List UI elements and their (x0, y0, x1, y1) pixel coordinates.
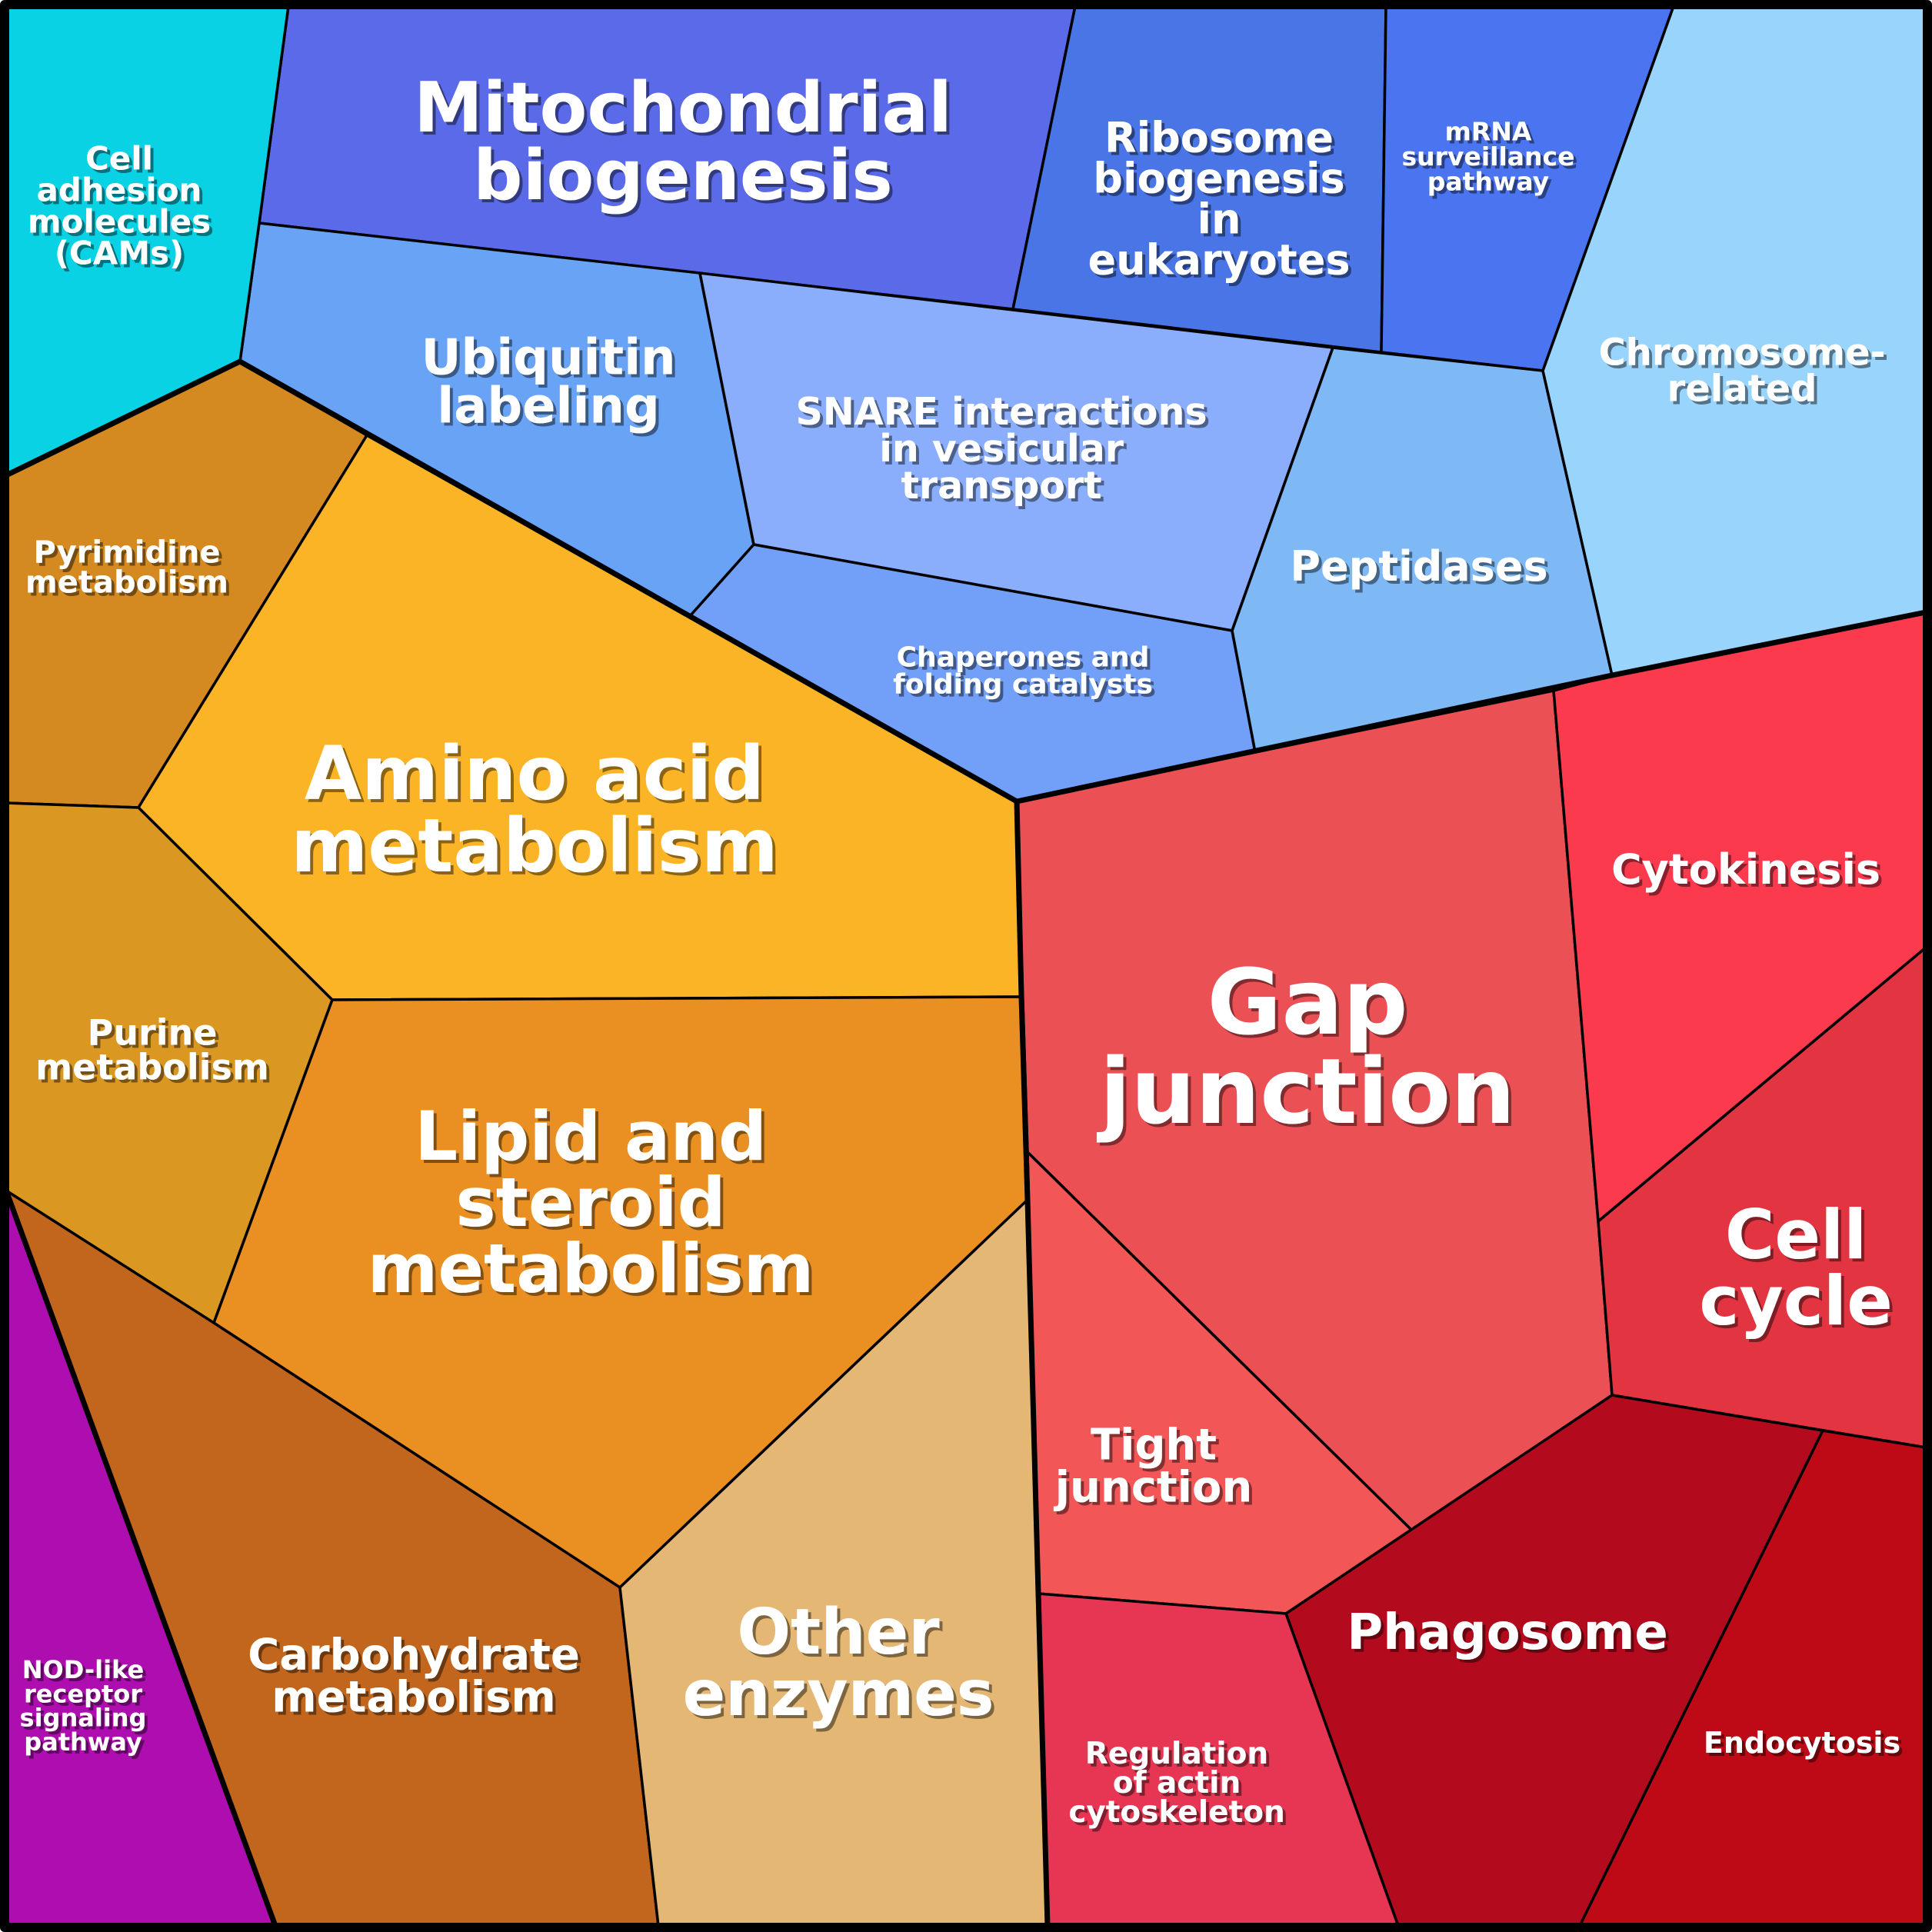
label-line: Regulation (1085, 1736, 1268, 1770)
label-line: in vesicular (879, 427, 1124, 471)
label-line: mRNA (1445, 116, 1532, 146)
label-line: junction (1097, 1038, 1515, 1144)
label-line: steroid (455, 1163, 725, 1242)
label-line: of actin (1113, 1766, 1241, 1800)
label-line: Gap (1208, 949, 1408, 1055)
label-line: related (1667, 368, 1817, 411)
label-line: biogenesis (473, 135, 893, 216)
label-line: cycle (1699, 1261, 1893, 1341)
label-line: Ribosome (1104, 113, 1334, 162)
label-line: cytoskeleton (1068, 1795, 1285, 1830)
label-cytokinesis: Cytokinesis (1611, 845, 1880, 894)
cells-layer (5, 5, 1927, 1927)
label-line: Ubiquitin (421, 329, 675, 386)
label-line: Phagosome (1347, 1604, 1668, 1661)
label-line: enzymes (682, 1658, 994, 1731)
label-line: metabolism (368, 1229, 814, 1308)
label-phagosome: Phagosome (1347, 1604, 1668, 1661)
label-line: eukaryotes (1088, 235, 1351, 284)
label-line: (CAMs) (55, 234, 185, 271)
label-peptidases: Peptidases (1290, 542, 1547, 591)
label-line: Carbohydrate (248, 1631, 580, 1681)
label-line: junction (1054, 1463, 1252, 1513)
label-line: receptor (24, 1679, 142, 1708)
label-line: adhesion (37, 171, 202, 208)
border-orange-purple (3, 1189, 278, 1927)
label-endocytosis: Endocytosis (1704, 1726, 1900, 1760)
label-line: molecules (28, 202, 211, 240)
label-line: Purine (88, 1011, 218, 1053)
label-line: folding catalysts (893, 669, 1153, 701)
label-line: Peptidases (1290, 542, 1547, 591)
border-orange-red (1014, 801, 1051, 1927)
label-line: Amino acid (305, 731, 764, 817)
label-line: Other (737, 1596, 940, 1669)
label-line: Cell (1725, 1195, 1867, 1274)
label-line: metabolism (35, 1046, 269, 1088)
label-line: Cell (85, 139, 153, 177)
label-line: signaling (20, 1704, 147, 1733)
label-line: Lipid and (415, 1097, 767, 1176)
label-line: NOD-like (22, 1655, 144, 1684)
label-line: Cytokinesis (1611, 845, 1880, 894)
border-blue-red (1016, 609, 1927, 804)
label-line: Endocytosis (1704, 1726, 1900, 1760)
label-chromosome-related: Chromosome-related (1598, 331, 1885, 410)
label-line: pathway (1427, 166, 1549, 196)
label-line: SNARE interactions (795, 389, 1207, 433)
label-line: metabolism (271, 1673, 556, 1723)
label-line: surveillance (1402, 142, 1575, 172)
label-line: Pyrimidine (34, 535, 221, 570)
label-line: transport (901, 464, 1101, 508)
label-line: in (1198, 195, 1241, 243)
label-line: labeling (437, 378, 660, 435)
label-line: Tight (1091, 1421, 1217, 1471)
label-line: Chaperones and (897, 641, 1150, 673)
label-line: metabolism (291, 803, 778, 889)
label-line: Mitochondrial (414, 68, 952, 148)
label-line: pathway (24, 1727, 142, 1757)
label-line: Chromosome- (1598, 331, 1885, 374)
border-blue-orange (5, 358, 1018, 804)
label-line: biogenesis (1093, 154, 1344, 202)
label-line: metabolism (25, 565, 228, 601)
